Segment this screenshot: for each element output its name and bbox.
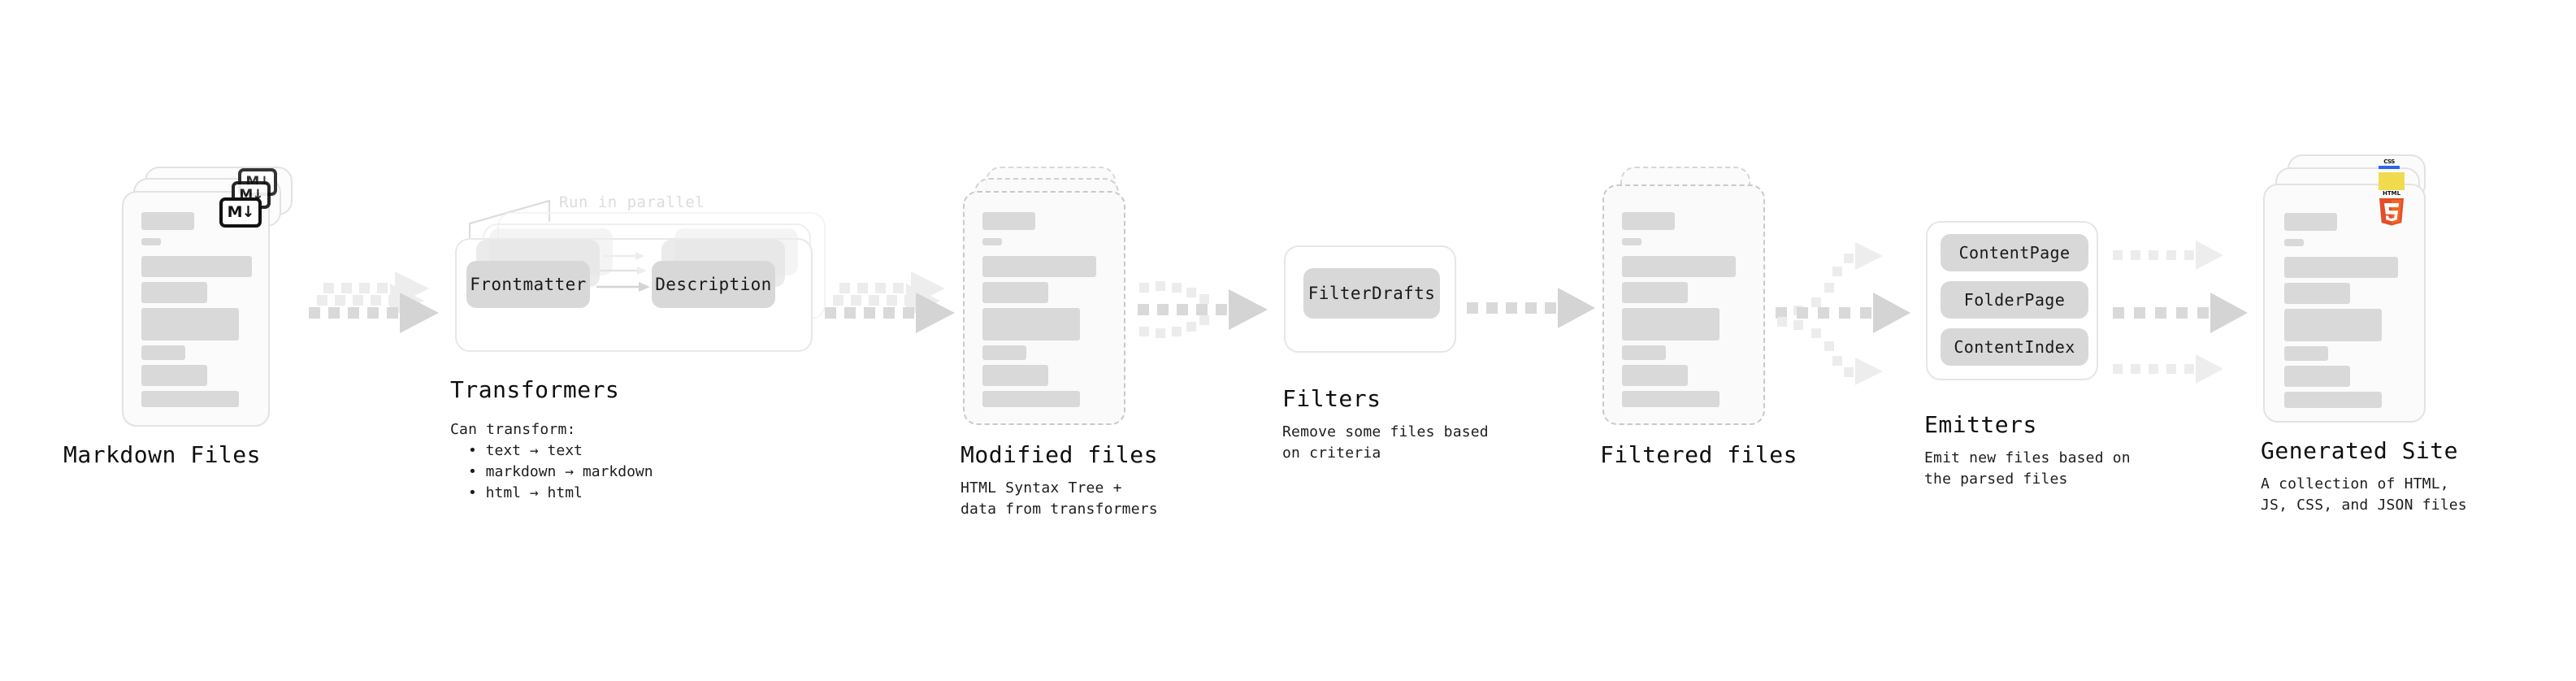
css-icon: CSS [2379,159,2400,171]
skeleton-bar [2284,239,2304,246]
filtered-file-stack [1602,167,1789,427]
stage-desc-emitters: Emit new files based on the parsed files [1924,449,2131,488]
modified-file-stack [963,167,1150,427]
skeleton-bar [1622,212,1675,230]
emitter-chip-label: ContentIndex [1954,337,2075,357]
emitter-group: ContentPage FolderPage ContentIndex [1926,221,2098,380]
css-icon-bar [2379,166,2400,169]
connector-filtered-to-emitters [1776,242,1910,385]
connector-filters-to-filtered [1467,288,1595,328]
skeleton-bar [1622,256,1736,277]
html5-icon-wordmark: HTML [2383,190,2401,197]
stage-title-modified-files: Modified files [961,441,1159,468]
transformer-chip-label: Description [655,275,772,294]
skeleton-bar [2284,366,2350,387]
skeleton-bar [1622,238,1641,245]
skeleton-bar [141,365,207,386]
stage-title-filtered-files: Filtered files [1600,441,1798,468]
stage-title-transformers: Transformers [450,376,620,403]
transformer-bullet-item: • html → html [468,484,583,501]
skeleton-bar [141,212,194,230]
skeleton-bar [982,212,1035,230]
stage-desc-generated-site: A collection of HTML, JS, CSS, and JSON … [2261,475,2467,514]
modified-card-front [963,191,1125,425]
skeleton-bar [141,391,239,407]
js-icon [2379,172,2405,190]
transformer-chip-description[interactable]: Description [652,261,775,308]
skeleton-bar [982,391,1080,407]
skeleton-bar [2284,283,2350,304]
skeleton-bar [982,308,1080,340]
skeleton-bar [2284,309,2382,341]
emitter-chip-contentpage[interactable]: ContentPage [1941,234,2088,271]
skeleton-bar [2284,392,2382,408]
filter-chip-filterdrafts[interactable]: FilterDrafts [1303,268,1440,319]
skeleton-bar [141,308,239,340]
parallel-note: Run in parallel [559,193,705,211]
transformer-group-front: Frontmatter Description [455,228,813,352]
emitter-chip-label: ContentPage [1958,243,2071,262]
filtered-card-front [1602,184,1765,425]
connector-transformers-to-modified [825,271,955,333]
skeleton-bar [1622,282,1688,303]
stage-desc-transformers: Can transform: [450,421,576,438]
html5-icon: HTML [2375,189,2408,226]
stage-modified-files: Modified files HTML Syntax Tree + data f… [961,167,1158,518]
stage-title-generated-site: Generated Site [2261,437,2459,464]
markdown-icon-label: M↓ [227,203,255,221]
markdown-file-stack: M↓ M↓ M↓ [122,167,309,427]
generated-card-front-html [2263,184,2426,423]
skeleton-bar [141,238,161,245]
stage-desc-modified-files: HTML Syntax Tree + data from transformer… [961,479,1158,518]
html5-icon-svg: HTML [2379,190,2404,226]
skeleton-bar [982,238,1002,245]
emitter-chip-folderpage[interactable]: FolderPage [1941,281,2088,319]
filter-chip-label: FilterDrafts [1308,284,1436,303]
stage-title-filters: Filters [1282,385,1381,412]
stage-markdown-files: M↓ M↓ M↓ Markdown Files [63,167,309,468]
skeleton-bar [982,345,1026,360]
filter-group: FilterDrafts [1284,245,1456,353]
skeleton-bar [982,282,1048,303]
skeleton-bar [141,282,207,303]
skeleton-bar [141,345,185,360]
emitter-chip-contentindex[interactable]: ContentIndex [1941,328,2088,366]
markdown-card-front [122,191,270,427]
stage-generated-site: CSS HTML [2261,154,2467,514]
stage-title-emitters: Emitters [1924,411,2037,438]
skeleton-bar [1622,365,1688,386]
transformer-bullet-list: • text → text • markdown → markdown • ht… [468,440,653,504]
markdown-icon: M↓ [219,197,262,228]
transformer-bullet-item: • markdown → markdown [468,463,653,480]
skeleton-bar [1622,345,1666,360]
skeleton-bar [2284,257,2398,278]
stage-title-markdown-files: Markdown Files [63,441,262,468]
connector-modified-to-filters [1138,281,1268,338]
skeleton-bar [141,256,252,277]
transformer-chip-frontmatter[interactable]: Frontmatter [466,261,590,308]
css-icon-label: CSS [2383,158,2395,165]
transformer-chip-label: Frontmatter [470,275,587,294]
emitter-chip-label: FolderPage [1963,290,2066,310]
skeleton-bar [982,256,1096,277]
stage-filtered-files: Filtered files [1600,167,1798,468]
stage-desc-filters: Remove some files based on criteria [1282,423,1489,462]
skeleton-bar [2284,213,2337,231]
skeleton-bar [982,365,1048,386]
skeleton-bar [1622,391,1720,407]
transformer-inner-arrows [596,252,650,292]
connector-emitters-to-site [2113,241,2248,384]
skeleton-bar [2284,346,2328,361]
connector-markdown-to-transformers [309,271,439,333]
generated-file-stack: CSS HTML [2263,154,2458,431]
transformer-bullet-item: • text → text [468,442,583,459]
skeleton-bar [1622,308,1720,340]
